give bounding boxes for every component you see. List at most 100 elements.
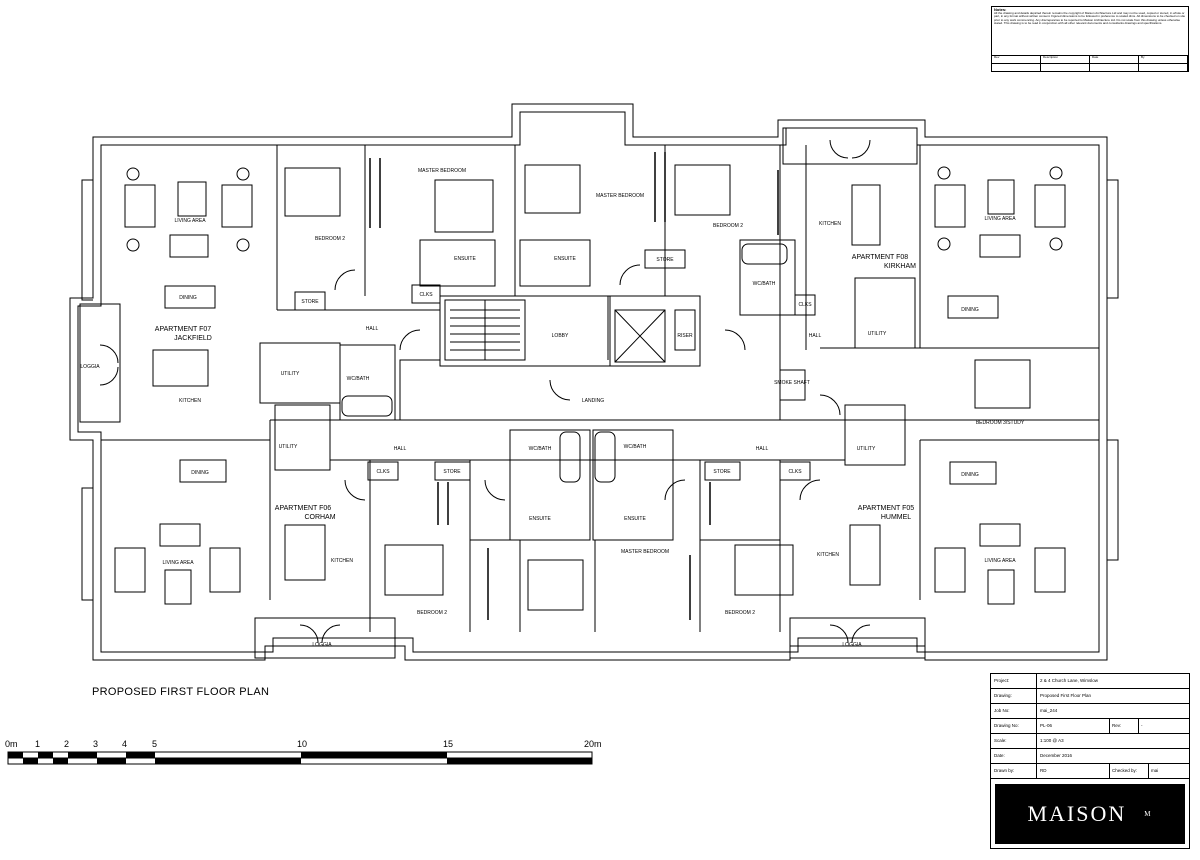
- smoke-shaft: [779, 369, 806, 401]
- bay-bottom-left: [81, 487, 93, 601]
- room-label: LANDING: [582, 398, 604, 404]
- utility-b: [854, 277, 916, 349]
- stair-treads: [450, 300, 520, 360]
- room-label: WC/BATH: [529, 446, 552, 452]
- notes-box: Notes: All the drawing and details depic…: [991, 6, 1189, 72]
- loggia-top-right: [782, 127, 918, 165]
- apartment-f06-sub: CORHAM: [304, 514, 335, 521]
- apartment-f07-sub: JACKFIELD: [174, 335, 212, 342]
- lift-shaft: [614, 309, 666, 363]
- scale-label: 20m: [584, 739, 602, 749]
- wall-f07: [101, 145, 807, 441]
- rev-header: Description: [1041, 55, 1090, 64]
- room-label: CLKS: [376, 469, 390, 475]
- room-label: UTILITY: [279, 444, 298, 450]
- room-label: LOGGIA: [80, 364, 100, 370]
- logo-name: MAISON: [1027, 801, 1127, 826]
- doors: [99, 139, 871, 644]
- room-label: BEDROOM 2: [417, 610, 447, 616]
- tb-key: Drawing No:: [991, 719, 1037, 733]
- room-label: WC/BATH: [347, 376, 370, 382]
- scale-label: 15: [443, 739, 454, 749]
- revision-header-row: Rev Description Date By: [992, 55, 1188, 64]
- furniture-kitchen: [152, 184, 881, 586]
- room-label: LIVING AREA: [174, 218, 206, 224]
- utility-c: [274, 404, 331, 471]
- wall-right-band: [820, 145, 1099, 600]
- tb-value: 2 & 4 Church Lane, Wimslow: [1040, 678, 1099, 683]
- furniture-living-f06: [114, 523, 241, 605]
- room-label: WC/BATH: [624, 444, 647, 450]
- room-label: LOGGIA: [842, 642, 862, 648]
- room-label: MASTER BEDROOM: [596, 193, 644, 199]
- tb-value: December 2016: [1040, 753, 1073, 758]
- utility-a: [259, 342, 341, 404]
- wcbath-b: [739, 239, 796, 316]
- clks-3: [367, 461, 399, 481]
- room-label: DINING: [191, 470, 209, 476]
- ensuite-a: [419, 239, 496, 287]
- tb-row-scale: Scale:1:100 @ A3: [991, 734, 1189, 749]
- furniture-beds: [284, 164, 1031, 611]
- furniture-dining: [164, 285, 999, 485]
- store-4: [704, 461, 741, 481]
- room-label: DINING: [179, 295, 197, 301]
- apartment-f08-name: APARTMENT F08: [852, 254, 909, 261]
- maison-logo: MAISON M: [995, 784, 1185, 844]
- bay-right: [1107, 179, 1119, 561]
- inner-wall: [77, 111, 1100, 653]
- furniture-living-f08: [934, 166, 1066, 258]
- wall-landing: [610, 295, 701, 367]
- room-label: HALL: [394, 446, 407, 452]
- room-label: LOGGIA: [312, 642, 332, 648]
- room-label: BEDROOM 3/STUDY: [976, 420, 1025, 426]
- clks-1: [411, 284, 441, 304]
- apartment-f06-name: APARTMENT F06: [275, 505, 332, 512]
- notes-heading: Notes:: [994, 7, 1007, 12]
- room-label: CLKS: [798, 302, 812, 308]
- utility-d: [844, 404, 906, 466]
- rev-header: By: [1139, 55, 1188, 64]
- tb-value: mai_244: [1040, 708, 1058, 713]
- room-label: HALL: [366, 326, 379, 332]
- tb-value: 1:100 @ A3: [1040, 738, 1064, 743]
- ensuite-c: [509, 429, 591, 541]
- room-label: LIVING AREA: [984, 216, 1016, 222]
- room-label: BEDROOM 2: [713, 223, 743, 229]
- notes-body: All the drawing and details depicted the…: [994, 10, 1186, 26]
- tb-value: mai: [1148, 764, 1189, 778]
- room-label: UTILITY: [868, 331, 887, 337]
- tb-value: PL-06: [1040, 723, 1053, 728]
- room-label: MASTER BEDROOM: [418, 168, 466, 174]
- tb-row-project: Project:2 & 4 Church Lane, Wimslow: [991, 674, 1189, 689]
- ensuite-b: [519, 239, 591, 287]
- lift-cross: [614, 309, 666, 363]
- room-label: KITCHEN: [817, 552, 839, 558]
- bay-top-left: [81, 179, 93, 301]
- store-1: [294, 291, 326, 311]
- room-label: ENSUITE: [554, 256, 576, 262]
- tb-key: Project:: [991, 674, 1037, 688]
- room-label: HALL: [809, 333, 822, 339]
- loggia-bottom-right: [789, 617, 926, 659]
- room-label: SMOKE SHAFT: [774, 380, 810, 386]
- furniture-living-f05: [934, 523, 1066, 605]
- store-3: [434, 461, 471, 481]
- loggia-bottom-left: [254, 617, 396, 659]
- title-block: Project:2 & 4 Church Lane, Wimslow Drawi…: [990, 673, 1190, 849]
- room-label: ENSUITE: [529, 516, 551, 522]
- tb-row-drawing: Drawing:Proposed First Floor Plan: [991, 689, 1189, 704]
- room-label: ENSUITE: [624, 516, 646, 522]
- room-label: DINING: [961, 307, 979, 313]
- room-label: HALL: [756, 446, 769, 452]
- room-label: RISER: [677, 333, 693, 339]
- scale-bar-fills: [8, 752, 592, 764]
- tb-row-date: Date:December 2016: [991, 749, 1189, 764]
- tb-key: Rev:: [1109, 719, 1138, 733]
- room-label: ENSUITE: [454, 256, 476, 262]
- apartment-f05-sub: HUMMEL: [881, 514, 911, 521]
- room-label: STORE: [713, 469, 731, 475]
